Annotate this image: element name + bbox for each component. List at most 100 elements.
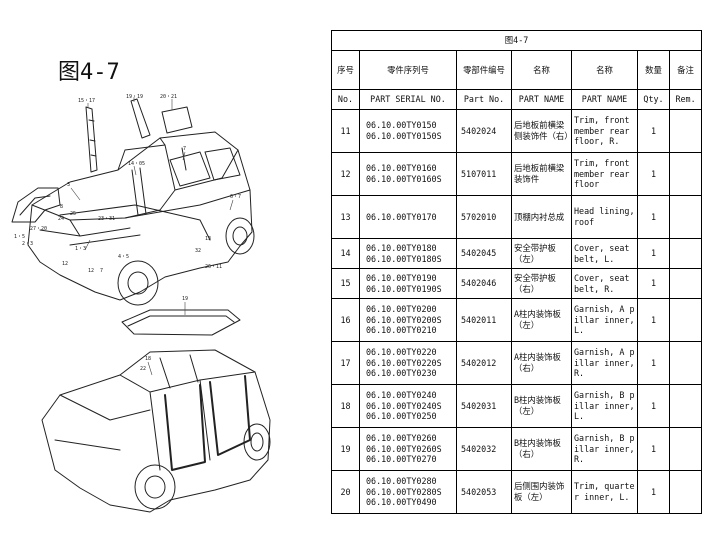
cell-part-no: 5402011 — [456, 298, 512, 342]
callout-19-19: 19・19 — [126, 94, 143, 100]
callout-14-05: 14・05 — [128, 161, 145, 167]
header-row-en: No. PART SERIAL NO. Part No. PART NAME P… — [331, 89, 703, 110]
header-cn-no: 序号 — [331, 50, 360, 90]
serial-number: 06.10.00TY0240 — [366, 389, 437, 400]
header-en-part-no: Part No. — [456, 89, 512, 110]
cell-name-cn: A柱内装饰板（左） — [511, 298, 572, 342]
callout-20-21: 20・21 — [160, 94, 177, 100]
cell-no: 12 — [331, 152, 360, 196]
cell-rem — [668, 427, 703, 471]
cell-qty: 1 — [637, 195, 670, 239]
cell-name-en: Garnish, A pillar inner, R. — [571, 341, 638, 385]
cell-qty: 1 — [637, 152, 670, 196]
cell-rem — [668, 152, 703, 196]
cell-part-no: 5402032 — [456, 427, 512, 471]
cell-name-cn: A柱内装饰板（右） — [511, 341, 572, 385]
cell-qty: 1 — [637, 268, 670, 299]
serial-number: 06.10.00TY0240S — [366, 400, 442, 411]
cell-part-no: 5107011 — [456, 152, 512, 196]
cell-rem — [668, 470, 703, 514]
serial-number: 06.10.00TY0230 — [366, 368, 437, 379]
cell-no: 19 — [331, 427, 360, 471]
serial-number: 06.10.00TY0150 — [366, 120, 437, 131]
cell-name-cn: 后侧围内装饰板（左） — [511, 470, 572, 514]
cell-serial: 06.10.00TY0170 — [359, 195, 457, 239]
lower-front-wheel — [134, 464, 176, 510]
upper-front-wheel — [117, 260, 159, 306]
cell-qty: 1 — [637, 427, 670, 471]
serial-number: 06.10.00TY0280S — [366, 486, 442, 497]
serial-number: 06.10.00TY0210 — [366, 325, 437, 336]
callout-12a: 12 — [88, 268, 94, 274]
a-pillar-trim-part — [85, 106, 98, 173]
header-cn-qty: 数量 — [637, 50, 670, 90]
serial-number: 06.10.00TY0200 — [366, 303, 437, 314]
callout-25: 25 — [70, 211, 76, 217]
callout-22: 22 — [140, 366, 146, 372]
cell-no: 20 — [331, 470, 360, 514]
cell-no: 13 — [331, 195, 360, 239]
b-pillar-trim-part — [130, 98, 151, 139]
cell-qty: 1 — [637, 109, 670, 153]
callout-7b: 7 — [100, 268, 103, 274]
cell-no: 16 — [331, 298, 360, 342]
figure-label: 图4-7 — [58, 60, 120, 85]
callout-1-3: 1・3 — [75, 246, 86, 252]
cell-name-cn: B柱内装饰板（左） — [511, 384, 572, 428]
cell-part-no: 5702010 — [456, 195, 512, 239]
headliner-part — [121, 309, 241, 336]
header-en-no: No. — [331, 89, 360, 110]
cell-qty: 1 — [637, 238, 670, 269]
car-interior-exploded-diagram: 15・17 19・19 20・21 14・05 7 6・7 3 8 24 1・5… — [11, 94, 271, 513]
serial-number: 06.10.00TY0270 — [366, 454, 437, 465]
cell-name-cn: B柱内装饰板（右） — [511, 427, 572, 471]
cell-name-cn: 后地板前横梁装饰件 — [511, 152, 572, 196]
cell-rem — [668, 238, 703, 269]
callout-1-5: 1・5 — [14, 234, 25, 240]
callout-3: 3 — [67, 182, 70, 188]
cell-name-en: Cover, seat belt, L. — [571, 238, 638, 269]
cell-rem — [668, 195, 703, 239]
cell-no: 15 — [331, 268, 360, 299]
cell-name-en: Cover, seat belt, R. — [571, 268, 638, 299]
serial-number: 06.10.00TY0150S — [366, 131, 442, 141]
callout-24: 24 — [58, 216, 64, 222]
header-en-name-cn: PART NAME — [511, 89, 572, 110]
serial-number: 06.10.00TY0250 — [366, 411, 437, 422]
serial-number: 06.10.00TY0160S — [366, 174, 442, 184]
cell-part-no: 5402024 — [456, 109, 512, 153]
serial-number: 06.10.00TY0180 — [366, 242, 437, 253]
serial-number: 06.10.00TY0260 — [366, 432, 437, 443]
serial-number: 06.10.00TY0180S — [366, 253, 442, 264]
cell-name-en: Trim, front member rear floor, R. — [571, 109, 638, 153]
serial-number: 06.10.00TY0190S — [366, 283, 442, 294]
cell-name-en: Garnish, B pillar inner, R. — [571, 427, 638, 471]
callout-27-20: 27・20 — [30, 226, 47, 232]
serial-number: 06.10.00TY0490 — [366, 497, 437, 508]
cell-no: 18 — [331, 384, 360, 428]
serial-number: 06.10.00TY0170 — [366, 211, 437, 222]
header-cn-serial: 零件序列号 — [359, 50, 457, 90]
cell-name-en: Trim, quarter inner, L. — [571, 470, 638, 514]
header-en-name-en: PART NAME — [571, 89, 638, 110]
callout-4-5: 4・5 — [118, 254, 129, 260]
parts-table: 图4-7 序号 零件序列号 零部件编号 名称 名称 数量 备注 No. PART… — [330, 30, 703, 514]
cell-part-no: 5402045 — [456, 238, 512, 269]
header-cn-name-en: 名称 — [571, 50, 638, 90]
serial-number: 06.10.00TY0160 — [366, 163, 437, 174]
cell-rem — [668, 109, 703, 153]
